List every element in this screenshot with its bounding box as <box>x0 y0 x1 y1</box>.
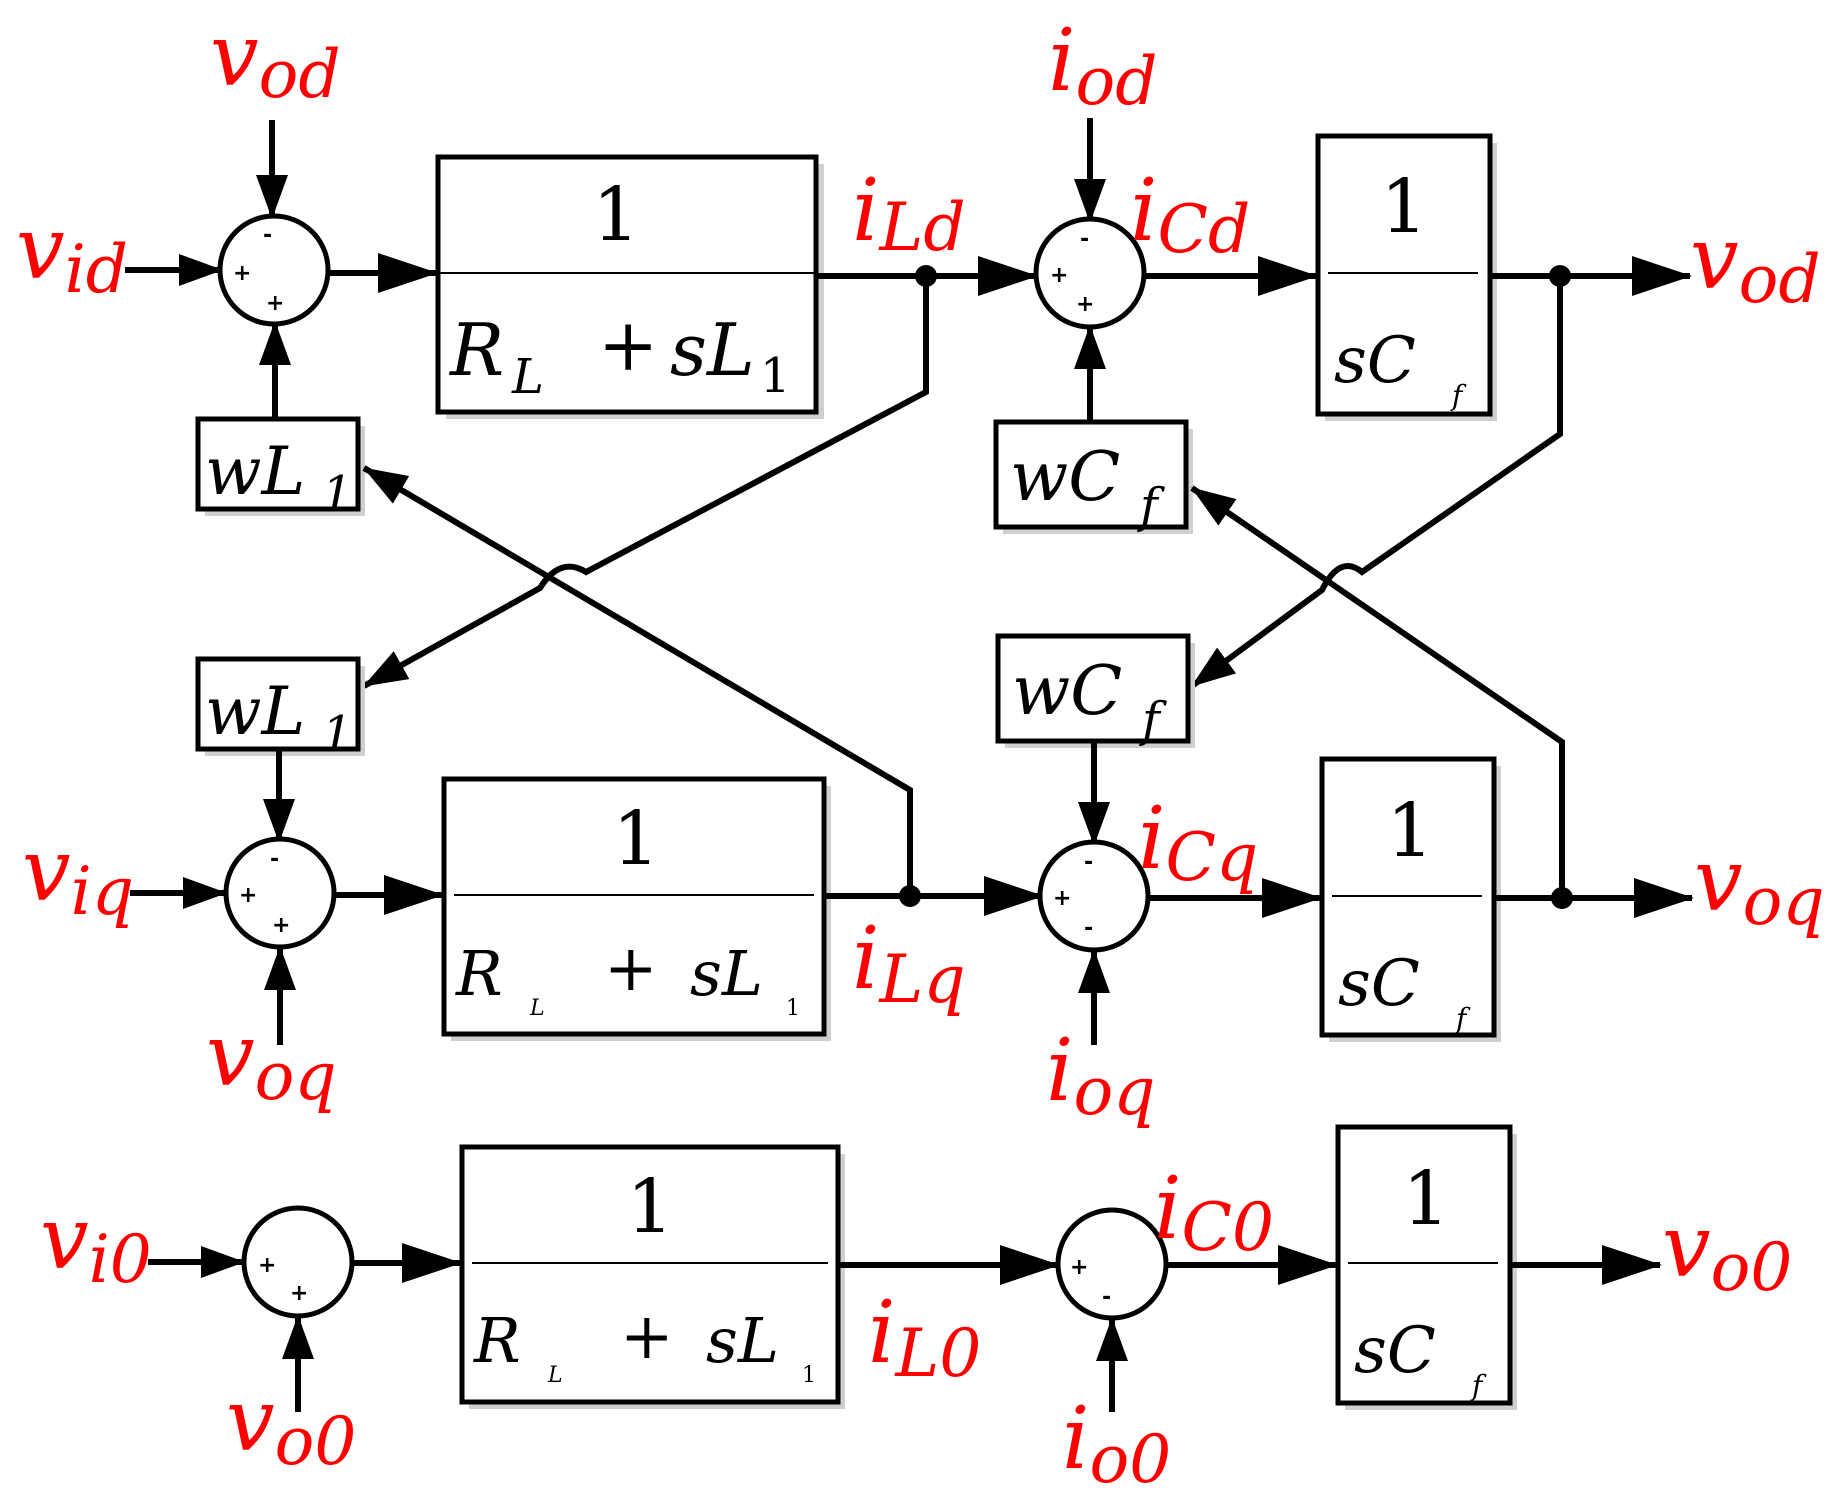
sign-plus: + <box>1076 292 1094 317</box>
svg-text:1: 1 <box>802 1363 816 1388</box>
wire-iLq-to-wl1-d <box>362 465 913 895</box>
label-i-C0: iC0 <box>1154 1159 1274 1266</box>
signal-labels: vod vid iLd iod iCd vod viq voq iLq iCq … <box>16 6 1825 1495</box>
zero-axis-row: + + 1 R L + sL 1 + - 1 sC f <box>148 1124 1662 1412</box>
svg-text:L: L <box>529 996 545 1021</box>
wire-voq-to-wcf-d <box>1190 485 1565 898</box>
numerator: 1 <box>626 1164 673 1250</box>
numerator: 1 <box>1386 788 1433 874</box>
numerator: 1 <box>612 796 659 882</box>
sign-minus: - <box>1102 1285 1111 1310</box>
wl1-sub: 1 <box>322 706 353 762</box>
sign-plus: + <box>1070 1255 1088 1280</box>
label-i-oq: ioq <box>1046 1021 1156 1130</box>
sign-plus: + <box>1053 886 1071 911</box>
wire-iLd-to-wl1-q <box>362 276 929 689</box>
label-i-o0: io0 <box>1062 1389 1171 1495</box>
capacitor-block-0 <box>1335 1124 1513 1406</box>
numerator: 1 <box>592 172 639 258</box>
svg-text:L: L <box>511 349 544 405</box>
svg-text:R: R <box>448 308 504 392</box>
svg-text:+: + <box>598 303 658 387</box>
sign-plus: + <box>290 1281 308 1306</box>
label-i-Cd: iCd <box>1130 161 1250 268</box>
denominator: sC f <box>1338 947 1471 1035</box>
capacitor-block-d <box>1315 133 1493 417</box>
inductor-block-0 <box>459 1144 841 1405</box>
svg-text:R: R <box>473 1304 521 1377</box>
sign-plus: + <box>239 883 257 908</box>
denominator: sC f <box>1354 1314 1487 1402</box>
label-v-iq: viq <box>22 821 134 930</box>
label-i-Ld: iLd <box>852 161 966 266</box>
label-i-L0: iL0 <box>868 1283 981 1392</box>
wire-vod-to-wcf-q <box>1190 276 1563 689</box>
numerator: 1 <box>1402 1156 1449 1242</box>
label-i-od: iod <box>1048 11 1158 120</box>
label-v-o0-in: vo0 <box>226 1371 356 1480</box>
sign-minus: - <box>1084 850 1093 875</box>
d-axis-row: - + + 1 R L + sL 1 - + + 1 <box>125 118 1692 534</box>
sign-minus: - <box>1080 227 1089 252</box>
wl1-label: wL <box>205 433 305 510</box>
sign-plus: + <box>233 261 251 286</box>
svg-text:1: 1 <box>760 348 791 404</box>
wcf-label: wC <box>1012 652 1122 731</box>
sign-minus: - <box>263 223 272 248</box>
svg-text:sL: sL <box>690 937 763 1010</box>
svg-text:sC: sC <box>1354 1314 1436 1388</box>
q-axis-row: wL 1 - + + 1 R L + sL 1 wC f <box>130 633 1694 1045</box>
inductor-block-q <box>441 776 827 1037</box>
cross-coupling <box>362 276 1565 898</box>
label-v-o0-out: vo0 <box>1662 1197 1792 1306</box>
label-v-oq-in: voq <box>206 1006 337 1115</box>
label-i-Cq: iCq <box>1138 789 1258 896</box>
wl1-label: wL <box>205 673 305 750</box>
svg-text:sC: sC <box>1334 324 1416 398</box>
wcf-block-d <box>993 419 1189 530</box>
wl1-block-d <box>195 416 361 512</box>
sign-plus: + <box>258 1253 276 1278</box>
svg-text:sL: sL <box>706 1304 779 1377</box>
sign-minus: - <box>270 847 279 872</box>
svg-text:R: R <box>455 937 503 1010</box>
svg-text:1: 1 <box>786 996 800 1021</box>
denominator: R L + sL 1 <box>473 1300 816 1388</box>
label-v-i0: vi0 <box>40 1189 152 1298</box>
wcf-label: wC <box>1010 438 1120 517</box>
sign-plus: + <box>266 291 284 316</box>
sign-minus: - <box>1084 916 1093 941</box>
sign-plus: + <box>1050 263 1068 288</box>
svg-text:+: + <box>620 1300 674 1374</box>
junction-dot <box>899 885 921 907</box>
junction-dot <box>1551 887 1573 909</box>
label-v-id: vid <box>16 199 128 308</box>
label-v-od-in: vod <box>210 6 341 113</box>
denominator: R L + sL 1 <box>455 932 800 1021</box>
svg-text:L: L <box>547 1363 563 1388</box>
label-v-od-out: vod <box>1690 209 1821 318</box>
denominator: sC f <box>1334 324 1467 412</box>
label-i-Lq: iLq <box>852 909 966 1018</box>
svg-text:sL: sL <box>670 308 755 392</box>
sign-plus: + <box>272 913 290 938</box>
numerator: 1 <box>1380 164 1427 250</box>
svg-text:+: + <box>604 932 658 1006</box>
label-v-oq-out: voq <box>1694 831 1825 940</box>
wl1-sub: 1 <box>322 466 353 522</box>
denominator: R L + sL 1 <box>448 303 791 405</box>
inductor-block-d <box>435 154 819 415</box>
svg-text:sC: sC <box>1338 947 1420 1021</box>
